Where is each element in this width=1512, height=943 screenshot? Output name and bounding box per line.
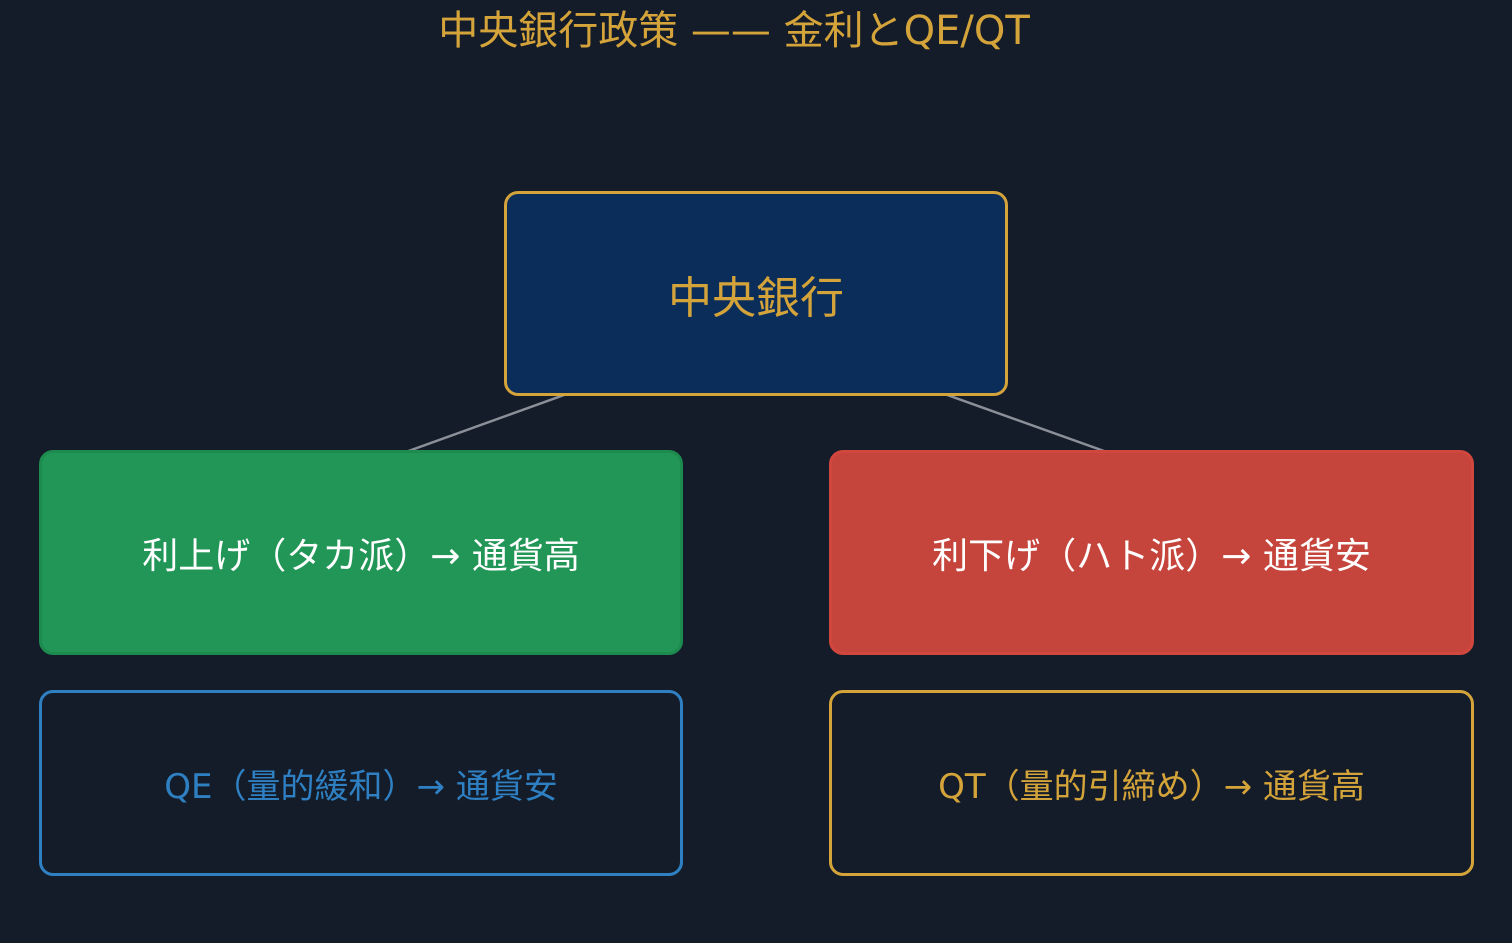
rate-cut-label: 利下げ（ハト派）→ 通貨安 [932, 535, 1371, 577]
central-bank-label: 中央銀行 [668, 272, 844, 324]
rate-cut-node: 利下げ（ハト派）→ 通貨安 [829, 450, 1474, 655]
qt-label: QT（量的引締め）→ 通貨高 [938, 766, 1365, 807]
rate-hike-label: 利上げ（タカ派）→ 通貨高 [142, 535, 580, 577]
qe-label: QE（量的緩和）→ 通貨安 [164, 766, 558, 807]
qe-node: QE（量的緩和）→ 通貨安 [39, 690, 683, 876]
central-bank-node: 中央銀行 [504, 191, 1008, 396]
diagram-title: 中央銀行政策 —— 金利とQE/QT [438, 8, 1030, 54]
qt-node: QT（量的引締め）→ 通貨高 [829, 690, 1474, 876]
rate-hike-node: 利上げ（タカ派）→ 通貨高 [39, 450, 683, 655]
